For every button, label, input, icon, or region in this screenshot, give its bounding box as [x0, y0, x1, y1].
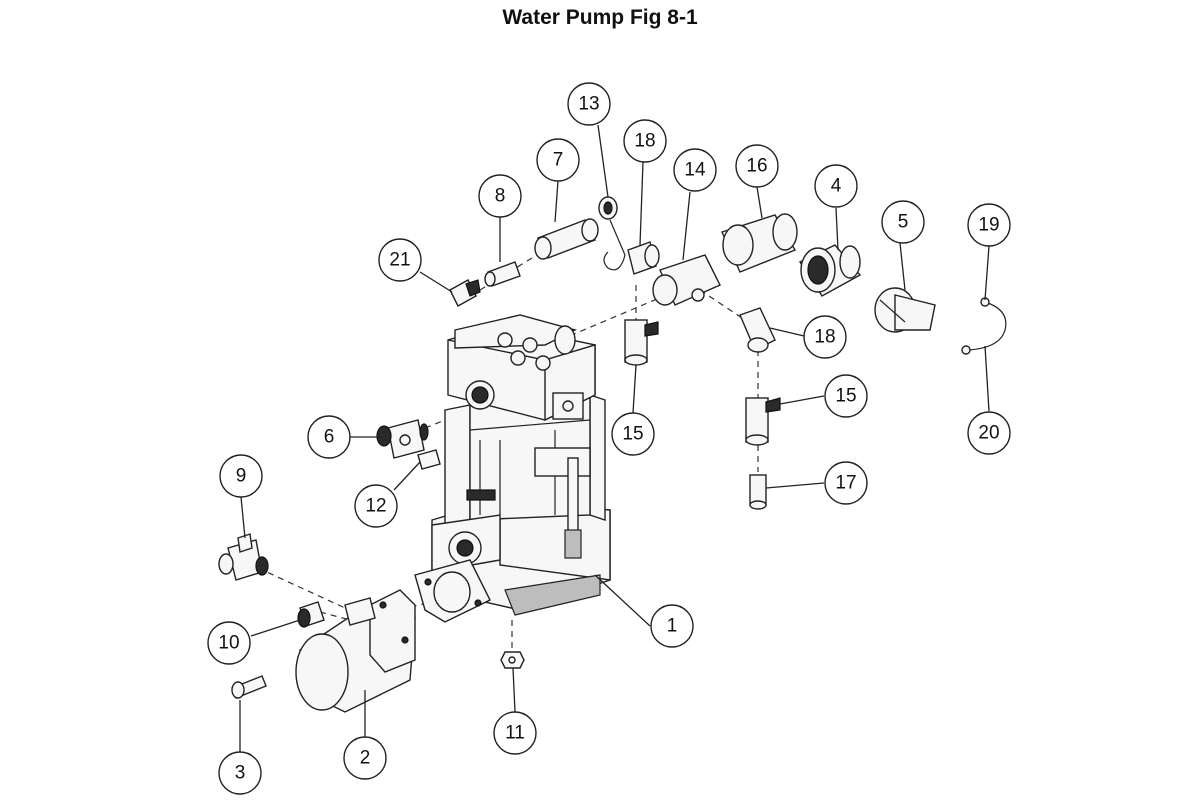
wire-clip	[961, 297, 1007, 355]
cap-13	[598, 196, 626, 271]
svg-text:11: 11	[505, 723, 525, 744]
callout-16: 16	[735, 144, 779, 188]
quick-connect-7	[534, 218, 599, 260]
svg-text:14: 14	[684, 160, 706, 181]
svg-text:6: 6	[324, 427, 335, 448]
svg-text:4: 4	[831, 176, 842, 197]
callout-6: 6	[307, 415, 351, 459]
callout-11: 11	[493, 711, 537, 755]
callout-9: 9	[219, 454, 263, 498]
callout-4: 4	[814, 164, 858, 208]
callout-18-right: 18	[803, 315, 847, 359]
elbow-18-right	[739, 307, 776, 353]
callout-5: 5	[881, 200, 925, 244]
callout-19: 19	[967, 203, 1011, 247]
tee-fitting	[218, 533, 269, 581]
callout-21: 21	[378, 238, 422, 282]
callout-20: 20	[967, 411, 1011, 455]
callout-3: 3	[218, 751, 262, 795]
svg-text:9: 9	[236, 466, 247, 487]
pump-body	[431, 314, 611, 616]
svg-text:5: 5	[898, 212, 909, 233]
svg-text:7: 7	[553, 150, 564, 171]
elbow-fitting-6	[376, 419, 429, 459]
svg-text:10: 10	[218, 633, 239, 654]
callout-13: 13	[567, 82, 611, 126]
fitting-8	[484, 261, 521, 287]
elbow-18-top	[627, 241, 660, 275]
callout-15-left: 15	[611, 412, 655, 456]
svg-text:16: 16	[746, 156, 767, 177]
svg-text:19: 19	[978, 215, 999, 236]
elbow-21	[449, 279, 481, 307]
nut-11	[500, 651, 525, 669]
svg-text:18: 18	[634, 131, 655, 152]
callout-15-right: 15	[824, 374, 868, 418]
fitting-10	[297, 601, 325, 628]
svg-text:20: 20	[978, 423, 999, 444]
figure-title: Water Pump Fig 8-1	[502, 6, 698, 29]
callout-8: 8	[478, 174, 522, 218]
leader-lines	[239, 124, 990, 752]
svg-text:15: 15	[622, 424, 643, 445]
svg-text:21: 21	[389, 250, 410, 271]
hose-barb-17	[749, 474, 767, 510]
callout-14: 14	[673, 148, 717, 192]
ball-valve-15-left	[624, 319, 659, 366]
svg-text:8: 8	[495, 186, 506, 207]
union-4	[798, 244, 862, 297]
callout-18-top: 18	[623, 119, 667, 163]
svg-text:15: 15	[835, 386, 856, 407]
svg-text:3: 3	[235, 763, 246, 784]
ball-valve-15-right	[745, 397, 781, 446]
callout-1: 1	[650, 604, 694, 648]
svg-text:12: 12	[365, 496, 386, 517]
callout-12: 12	[354, 484, 398, 528]
svg-text:18: 18	[814, 327, 835, 348]
plug-12	[417, 449, 441, 470]
callout-bubbles: 1 2 3 4 5 6 7 8 9 10 11 12 13 14 15 15 1…	[207, 82, 1011, 795]
callout-7: 7	[536, 138, 580, 182]
bolt	[231, 675, 267, 699]
coupling-16	[721, 213, 798, 273]
callout-10: 10	[207, 621, 251, 665]
svg-text:2: 2	[360, 748, 371, 769]
strainer-5	[874, 287, 936, 333]
callout-17: 17	[824, 461, 868, 505]
svg-text:13: 13	[578, 94, 599, 115]
gasket-flange	[414, 559, 491, 623]
tee-14	[652, 254, 721, 306]
motor	[295, 589, 416, 713]
svg-text:1: 1	[667, 616, 678, 637]
svg-text:17: 17	[835, 473, 856, 494]
callout-2: 2	[343, 736, 387, 780]
